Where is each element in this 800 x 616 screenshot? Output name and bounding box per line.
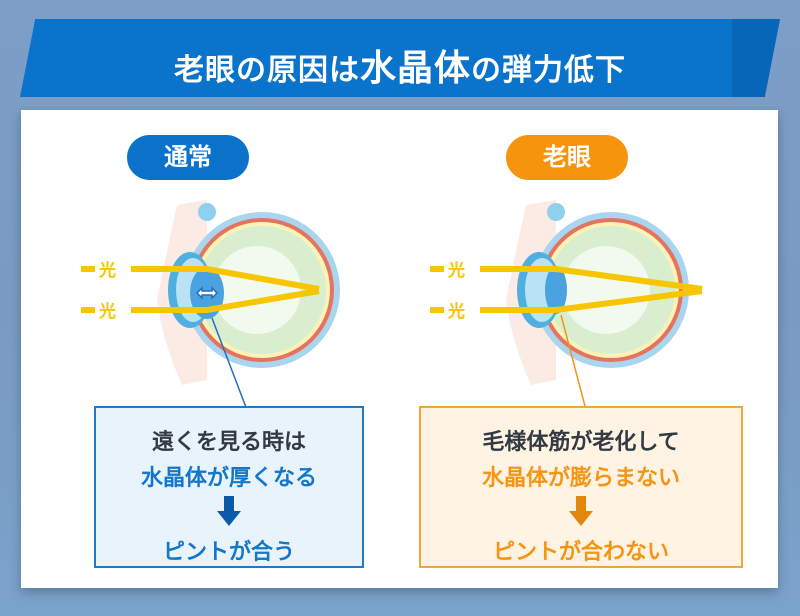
presbyopia-line1: 毛様体筋が老化して [482,430,680,455]
normal-line2: 水晶体が厚くなる [140,466,317,491]
presbyopia-line3: ピントが合わない [492,540,669,565]
title-highlight: 水晶体 [359,48,471,89]
svg-text:光: 光 [447,301,465,322]
title-banner: 老眼の原因は水晶体の弾力低下 [20,19,780,97]
ray-label: 光 [98,260,116,281]
down-arrow-icon [569,496,593,526]
normal-eye-diagram: 光 光 [81,200,340,410]
diagram-card: 通常 老眼 光 光 光 光 [21,110,778,588]
title-part1: 老眼の原因は [173,53,360,88]
normal-label: 通常 [127,135,249,180]
normal-explanation-box: 遠くを見る時は 水晶体が厚くなる ピントが合う [94,406,364,568]
presbyopia-label: 老眼 [506,135,628,180]
normal-line1: 遠くを見る時は [151,430,306,455]
svg-text:光: 光 [447,260,465,281]
down-arrow-icon [217,496,241,526]
normal-line3: ピントが合う [162,540,295,565]
svg-text:光: 光 [98,301,116,322]
presbyopia-line2: 水晶体が膨らまない [481,466,680,491]
presbyopia-eye-diagram: 光 光 [430,200,703,410]
page-title: 老眼の原因は水晶体の弾力低下 [20,39,780,91]
title-part2: の弾力低下 [471,53,626,88]
presbyopia-explanation-box: 毛様体筋が老化して 水晶体が膨らまない ピントが合わない [419,406,743,568]
